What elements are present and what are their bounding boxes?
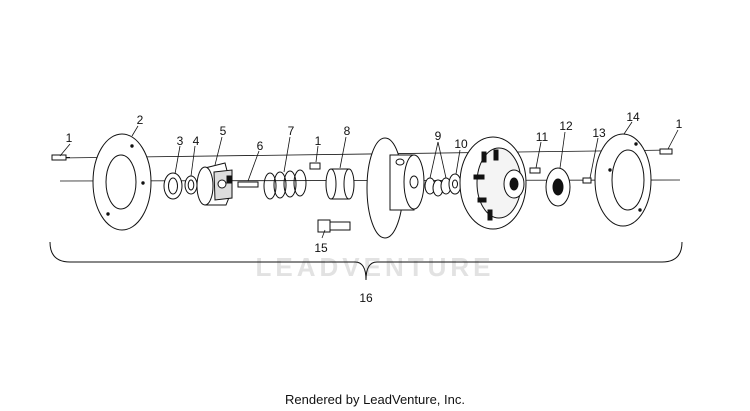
leader-lines: [59, 121, 679, 239]
callout-1b: 1: [315, 134, 322, 148]
part-small-pin: [529, 167, 541, 174]
part-cover-plate: [92, 133, 152, 231]
callout-10: 10: [454, 137, 468, 151]
part-hex-bolt: [317, 219, 351, 233]
callout-1: 1: [66, 131, 73, 145]
callout-4: 4: [193, 134, 200, 148]
callout-16: 16: [359, 291, 373, 305]
part-small-screw: [582, 177, 592, 184]
part-screw-middle: [309, 162, 321, 170]
part-thrust-washer: [448, 173, 462, 195]
part-bolt-right: [659, 148, 673, 155]
watermark: LEADVENTURE: [255, 252, 494, 282]
callout-5: 5: [220, 124, 227, 138]
callouts: 1 2 3 4 5 6 7 1 8 9 10 11 12 13 14 1 15 …: [66, 110, 683, 305]
callout-2: 2: [137, 113, 144, 127]
part-ring: [163, 172, 183, 200]
footer-credit: Rendered by LeadVenture, Inc.: [285, 392, 465, 407]
callout-15: 15: [314, 241, 328, 255]
part-bolt-left: [51, 154, 70, 161]
part-bushing: [325, 168, 355, 200]
part-washer: [184, 175, 198, 195]
callout-14: 14: [626, 110, 640, 124]
part-drive-sheave: [366, 137, 425, 239]
callout-12: 12: [559, 119, 573, 133]
callout-6: 6: [257, 139, 264, 153]
callout-13: 13: [592, 126, 606, 140]
part-spring: [263, 169, 307, 200]
part-rollers: [424, 177, 452, 197]
part-moveable-sheave: [459, 136, 527, 230]
callout-9: 9: [435, 129, 442, 143]
callout-8: 8: [344, 124, 351, 138]
callout-3: 3: [177, 134, 184, 148]
part-cover: [594, 133, 652, 227]
part-pin: [237, 181, 259, 188]
part-spider: [545, 167, 571, 207]
callout-11: 11: [536, 130, 549, 144]
assembly-bracket: [49, 241, 683, 281]
callout-1c: 1: [676, 117, 683, 131]
callout-7: 7: [288, 124, 295, 138]
part-cam-housing: [196, 162, 233, 206]
